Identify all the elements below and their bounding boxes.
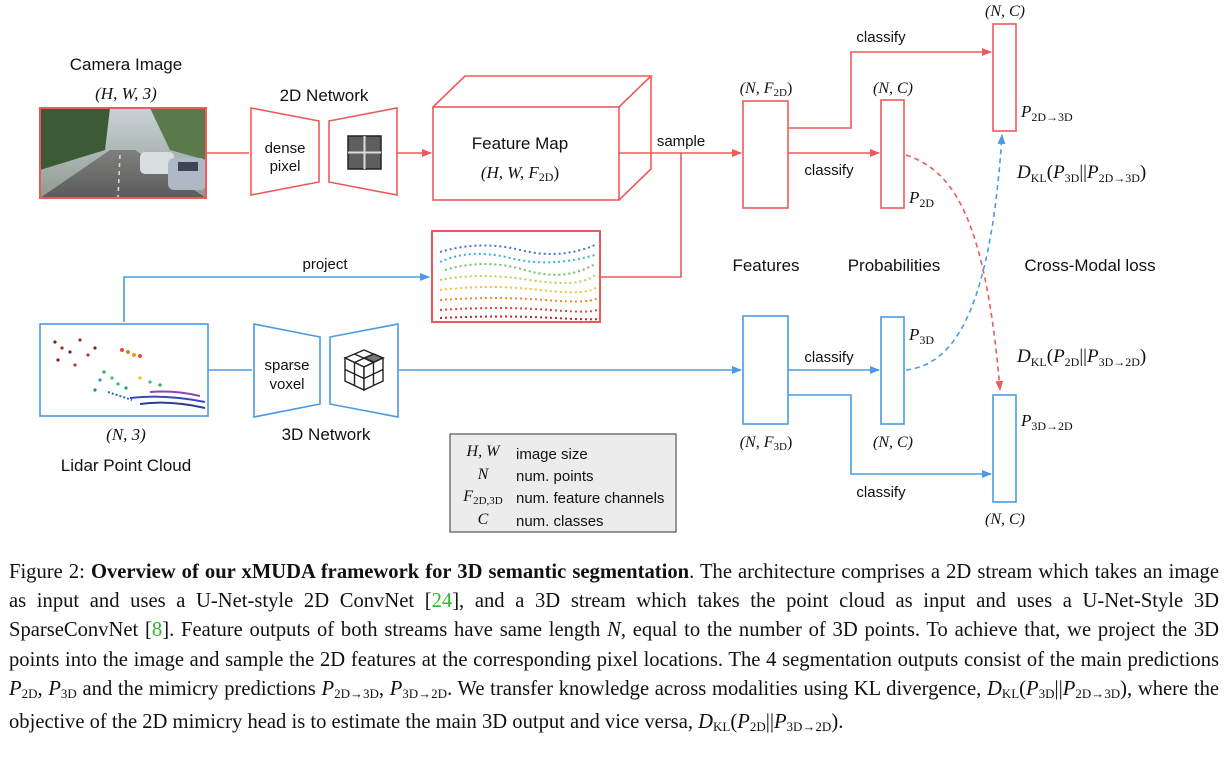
caption-title: Overview of our xMUDA framework for 3D s… — [90, 561, 690, 583]
sparse-voxel-decoder — [329, 323, 399, 418]
p3d-to-2d-label: P3D→2D — [1020, 411, 1073, 433]
figure-label: Figure 2: — [9, 561, 85, 583]
camera-image-title: Camera Image — [70, 55, 182, 74]
sparse-voxel-encoder — [253, 323, 321, 418]
mimic-2d-dims: (N, C) — [985, 3, 1025, 20]
legend-desc-c: num. classes — [516, 513, 604, 530]
features-heading: Features — [732, 256, 799, 275]
lidar-point-cloud — [39, 323, 209, 417]
features-3d-dims: (N, F3D) — [740, 434, 793, 453]
prob-2d-box — [880, 99, 905, 209]
features-2d-box — [742, 100, 789, 209]
net2d-title: 2D Network — [280, 86, 369, 105]
feature-map-title: Feature Map — [472, 134, 568, 153]
legend-symbol-hw: H, W — [466, 443, 502, 460]
citation-24[interactable]: 24 — [431, 590, 453, 613]
sparse-label: sparse — [264, 357, 309, 374]
dense-pixel-encoder — [250, 107, 320, 196]
p2d-label: P2D — [908, 188, 934, 210]
notation-legend: H, W image size N num. points F2D,3D num… — [449, 433, 677, 533]
caption-text-6: . We transfer knowledge across modalitie… — [447, 677, 987, 700]
cross-modal-loss-heading: Cross-Modal loss — [1024, 256, 1155, 275]
caption-text-7: , where the objective of the 2D mimicry … — [9, 677, 1220, 734]
camera-image — [39, 107, 207, 199]
xmuda-diagram: Camera Image (H, W, 3) 2D Network dense … — [39, 3, 1156, 533]
legend-desc-f: num. feature channels — [516, 490, 664, 507]
prob-2d-dims: (N, C) — [873, 80, 913, 97]
caption-text-2: ], and a 3D stream which takes the point… — [9, 590, 1219, 642]
caption-text-5: and the mimicry predictions — [76, 677, 322, 700]
legend-desc-hw: image size — [516, 446, 588, 463]
features-3d-box — [742, 315, 789, 425]
classify-mimic-2d-label: classify — [856, 29, 906, 46]
caption-text-3: ]. Feature outputs of both streams have … — [162, 619, 608, 642]
classify-3d-label: classify — [804, 349, 854, 366]
prob-3d-dims: (N, C) — [873, 434, 913, 451]
caption-text-1: . The architecture comprises a 2D stream… — [9, 561, 1219, 613]
caption-text-4: , equal to the number of 3D points. To a… — [9, 619, 1219, 671]
camera-image-dims: (H, W, 3) — [95, 84, 157, 103]
project-label: project — [302, 256, 348, 273]
feature-map-dims: (H, W, F2D) — [481, 163, 559, 184]
lidar-title: Lidar Point Cloud — [61, 456, 191, 475]
sample-label: sample — [657, 133, 705, 150]
p3d-label: P3D — [908, 325, 934, 347]
legend-symbol-n: N — [477, 466, 490, 483]
voxel-cube-icon — [343, 349, 385, 392]
caption-text-8: . — [838, 711, 844, 734]
mimic-2d-box — [992, 23, 1017, 132]
legend-symbol-c: C — [478, 511, 489, 528]
dkl-top-label: DKL(P3D||P2D→3D) — [1016, 162, 1146, 185]
legend-desc-n: num. points — [516, 468, 594, 485]
classify-2d-label: classify — [804, 162, 854, 179]
mimic-3d-dims: (N, C) — [985, 511, 1025, 528]
features-2d-dims: (N, F2D) — [740, 80, 793, 99]
p2d-to-3d-label: P2D→3D — [1020, 102, 1073, 124]
lidar-dims: (N, 3) — [106, 425, 146, 444]
classify-mimic-3d-label: classify — [856, 484, 906, 501]
voxel-label: voxel — [269, 376, 304, 393]
citation-8[interactable]: 8 — [151, 619, 163, 642]
net3d-title: 3D Network — [282, 425, 371, 444]
dkl-bottom-label: DKL(P2D||P3D→2D) — [1016, 346, 1146, 369]
probabilities-heading: Probabilities — [848, 256, 941, 275]
figure-caption: Figure 2: Overview of our xMUDA framewor… — [9, 561, 1220, 735]
mimic-3d-box — [992, 394, 1017, 503]
dense-label: dense — [265, 140, 306, 157]
pixel-label: pixel — [270, 158, 301, 175]
prob-3d-box — [880, 316, 905, 425]
dense-pixel-decoder — [328, 107, 398, 196]
projected-points-image — [431, 230, 601, 323]
pixel-grid-icon — [347, 135, 382, 170]
